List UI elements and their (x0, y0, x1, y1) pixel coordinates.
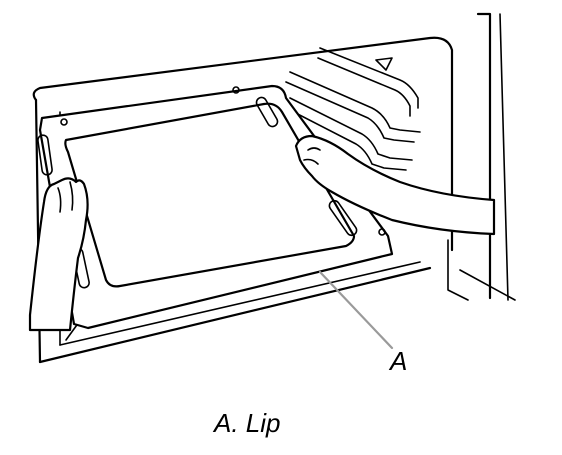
figure-caption: A. Lip (212, 408, 281, 438)
tray-slot (37, 134, 53, 176)
callout-letter: A (388, 346, 407, 376)
oven-cavity (32, 12, 516, 364)
callout-leader-line (318, 270, 394, 350)
tray-hole (378, 228, 386, 236)
tray-slot (255, 96, 279, 128)
tray-hole (60, 118, 68, 126)
left-hand (28, 177, 89, 332)
tray-hole (232, 86, 240, 94)
right-hand (294, 134, 496, 236)
tray-slot (328, 199, 358, 237)
